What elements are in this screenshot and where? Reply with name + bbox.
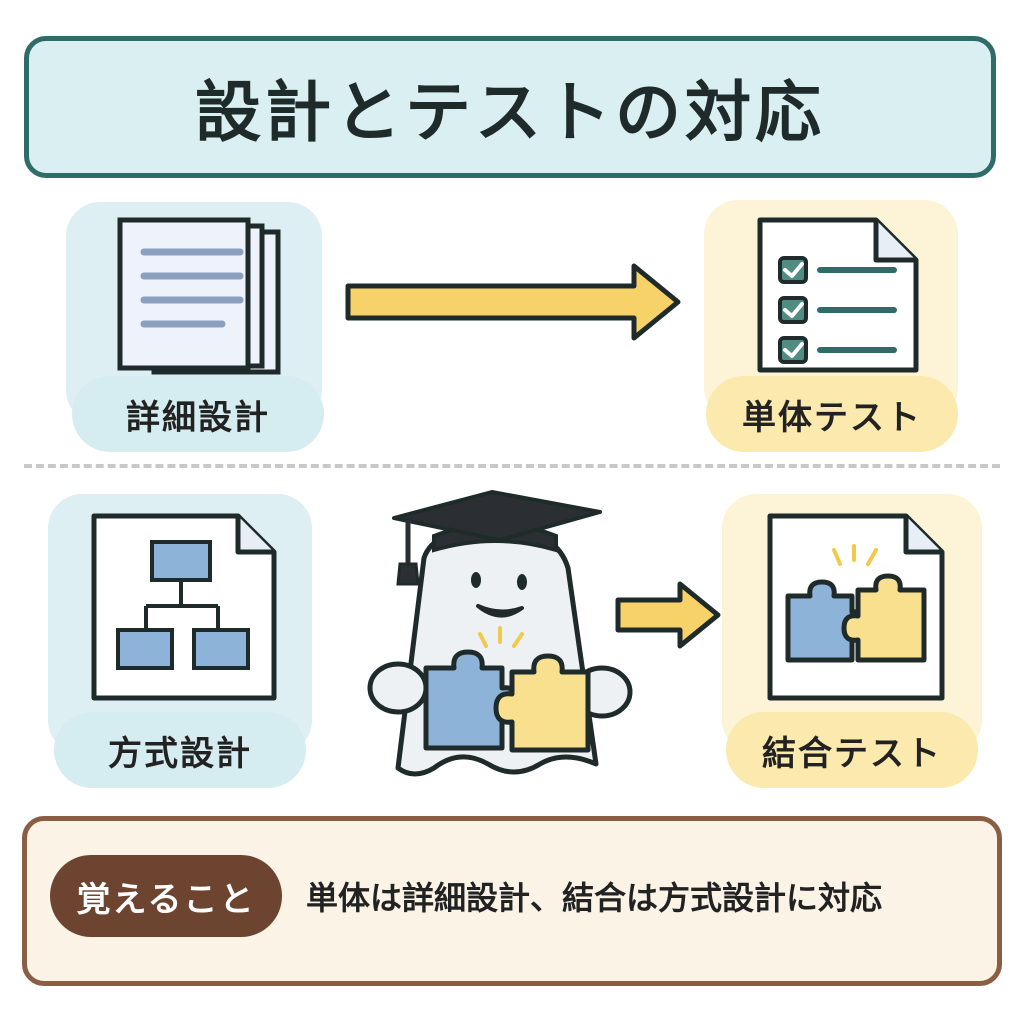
checklist-document-icon <box>757 217 919 373</box>
page-title: 設計とテストの対応 <box>195 74 825 151</box>
document-lines-icon <box>117 217 281 375</box>
puzzle-document-icon <box>767 513 945 701</box>
summary-badge: 覚えること <box>50 855 282 937</box>
arrow-right-icon <box>615 581 721 649</box>
detail-design-label: 詳細設計 <box>72 376 324 452</box>
hierarchy-diagram-document-icon <box>91 513 277 701</box>
arrow-right-icon <box>345 263 681 341</box>
graduate-ghost-puzzle-icon <box>367 490 633 777</box>
summary-text: 単体は詳細設計、結合は方式設計に対応 <box>306 879 883 917</box>
unit-test-label: 単体テスト <box>706 376 958 452</box>
title-banner: 設計とテストの対応 <box>24 36 996 178</box>
architecture-design-label: 方式設計 <box>54 712 306 788</box>
section-divider <box>24 464 1000 468</box>
integration-test-label: 結合テスト <box>726 712 978 788</box>
